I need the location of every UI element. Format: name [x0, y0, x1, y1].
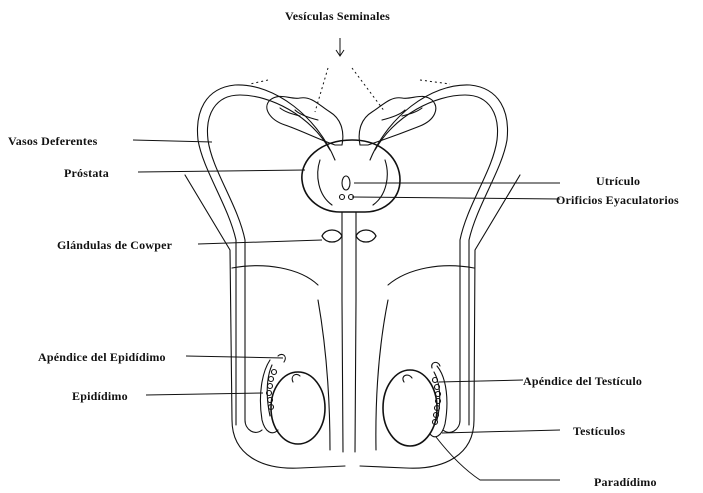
label-paradidimo: Paradídimo [594, 475, 657, 490]
left-testicle [260, 354, 325, 444]
label-prostata: Próstata [64, 166, 109, 181]
cowper-glands [322, 230, 376, 242]
vas-deferens [197, 85, 507, 432]
label-apendice-testiculo: Apéndice del Testículo [523, 374, 642, 389]
label-orificios-eyaculatorios: Orificios Eyaculatorios [556, 193, 679, 208]
label-glandulas-cowper: Glándulas de Cowper [57, 238, 172, 253]
vesiculas-pointers [250, 38, 450, 112]
right-testicle [383, 362, 447, 446]
urethra [342, 212, 356, 452]
label-vasos-deferentes: Vasos Deferentes [8, 134, 98, 149]
seminal-vesicles [267, 96, 436, 145]
label-epididimo: Epidídimo [72, 389, 128, 404]
prostate [302, 140, 400, 212]
label-testiculos: Testículos [573, 424, 625, 439]
label-utriculo: Utrículo [596, 174, 640, 189]
label-apendice-epididimo: Apéndice del Epidídimo [38, 350, 166, 365]
label-vesiculas-seminales: Vesículas Seminales [285, 9, 390, 24]
body-outline [185, 175, 520, 468]
leader-lines [133, 140, 560, 480]
